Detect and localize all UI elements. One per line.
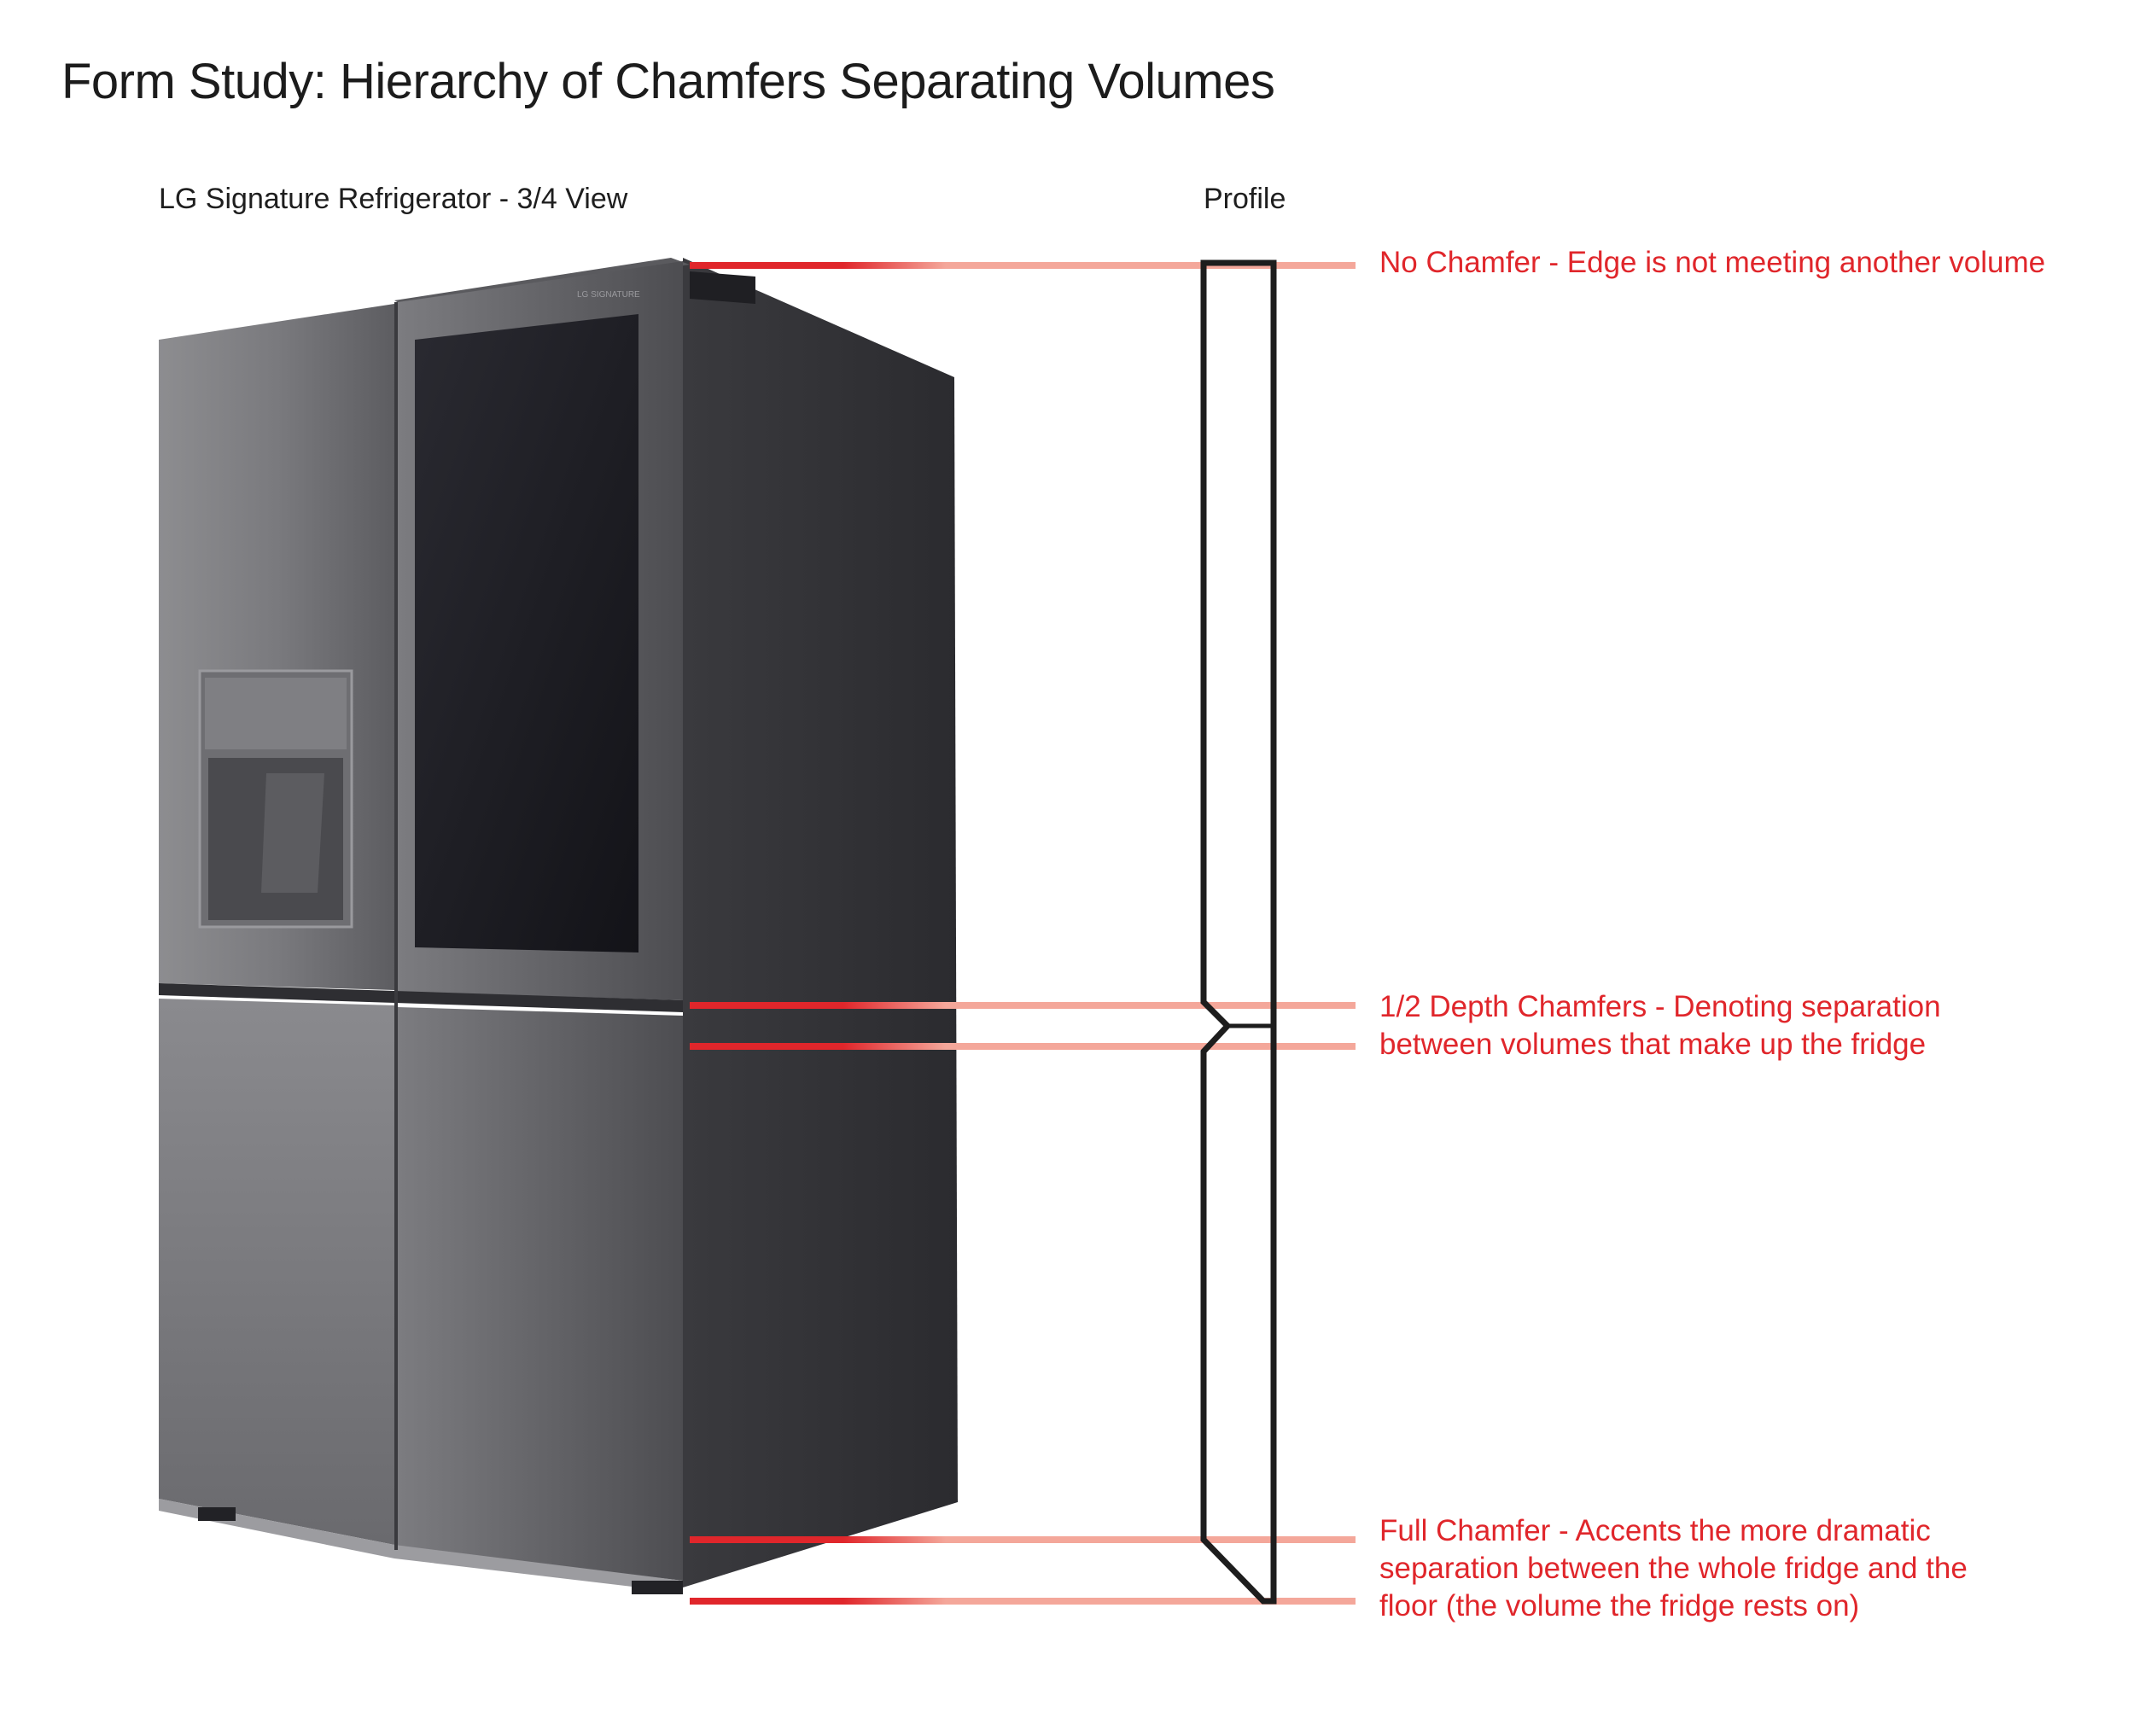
annotation-line: floor (the volume the fridge rests on) (1379, 1589, 1860, 1622)
leader-line-top (690, 262, 1031, 269)
annotation-no-chamfer: No Chamfer - Edge is not meeting another… (1379, 244, 2045, 282)
left-lower-door (159, 999, 394, 1545)
dispenser-control-strip (205, 678, 347, 749)
annotation-line: Full Chamfer - Accents the more dramatic (1379, 1514, 1931, 1547)
fridge-foot-left (198, 1507, 236, 1521)
leader-line-bottom-lower-right (1031, 1598, 1356, 1605)
view-label: LG Signature Refrigerator - 3/4 View (159, 183, 628, 215)
instaview-glass-panel (415, 314, 638, 952)
annotation-full-chamfer: Full Chamfer - Accents the more dramatic… (1379, 1512, 1968, 1625)
leader-line-bottom-upper (690, 1536, 1031, 1543)
fridge-foot-right (632, 1581, 683, 1594)
bottom-full-chamfer (159, 1499, 683, 1593)
leader-line-bottom-lower (690, 1598, 1031, 1605)
leader-line-mid-upper-right (1031, 1002, 1356, 1009)
fridge-side-panel (683, 258, 958, 1587)
fridge-top-cap (690, 271, 755, 304)
profile-outline (1200, 259, 1277, 1605)
leader-line-mid-upper (690, 1002, 1031, 1009)
annotation-line: 1/2 Depth Chamfers - Denoting separation (1379, 990, 1941, 1023)
leader-line-mid-lower-right (1031, 1043, 1356, 1050)
dispenser-lever (261, 773, 324, 893)
annotation-half-depth-chamfers: 1/2 Depth Chamfers - Denoting separation… (1379, 988, 1941, 1063)
leader-line-mid-lower (690, 1043, 1031, 1050)
leader-lines (690, 262, 1356, 1605)
mid-separation-gap (159, 983, 683, 1012)
right-lower-door (398, 1007, 683, 1581)
brand-badge: LG SIGNATURE (577, 290, 640, 300)
annotation-line: between volumes that make up the fridge (1379, 1028, 1927, 1061)
leader-line-bottom-upper-right (1031, 1536, 1356, 1543)
page-title: Form Study: Hierarchy of Chamfers Separa… (61, 54, 1275, 109)
annotation-line: separation between the whole fridge and … (1379, 1552, 1968, 1585)
leader-line-top-right (1031, 262, 1356, 269)
refrigerator-image: LG SIGNATURE (159, 258, 958, 1594)
annotation-line: No Chamfer - Edge is not meeting another… (1379, 246, 2046, 279)
profile-label: Profile (1204, 183, 1286, 215)
